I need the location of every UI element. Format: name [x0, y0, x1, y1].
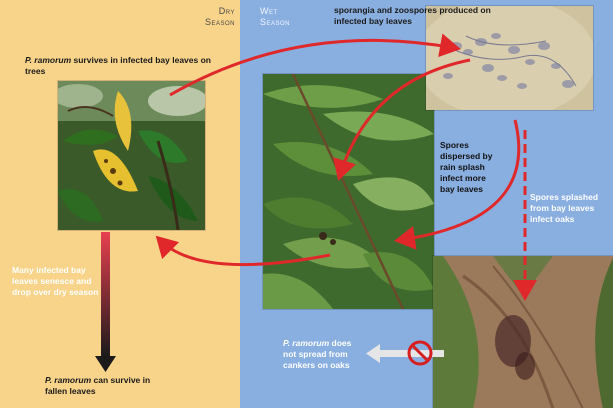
dry-season-heading: Dry Season	[193, 6, 235, 28]
label-senesce: Many infected bay leaves senesce and dro…	[12, 265, 107, 298]
label-spores-dispersed: Spores dispersed by rain splash infect m…	[440, 140, 500, 195]
label-survives-on-trees: P. ramorum survives in infected bay leav…	[25, 55, 215, 77]
dry-season-word1: Dry	[193, 6, 235, 17]
label-spores-oaks: Spores splashed from bay leaves infect o…	[530, 192, 610, 225]
label-no-spread: P. ramorum does not spread from cankers …	[283, 338, 363, 371]
bay-leaves-photo	[262, 73, 435, 310]
species-name: P. ramorum	[45, 375, 91, 385]
oak-canker-photo	[432, 255, 613, 408]
wet-season-word2: Season	[260, 17, 290, 28]
wet-season-word1: Wet	[260, 6, 290, 17]
species-name: P. ramorum	[283, 338, 329, 348]
dry-season-word2: Season	[193, 17, 235, 28]
label-fallen-leaves: P. ramorum can survive in fallen leaves	[45, 375, 155, 397]
species-name: P. ramorum	[25, 55, 71, 65]
infected-bay-leaves-photo	[57, 80, 206, 231]
wet-season-heading: Wet Season	[260, 6, 290, 28]
label-sporangia: sporangia and zoospores produced on infe…	[334, 5, 514, 27]
